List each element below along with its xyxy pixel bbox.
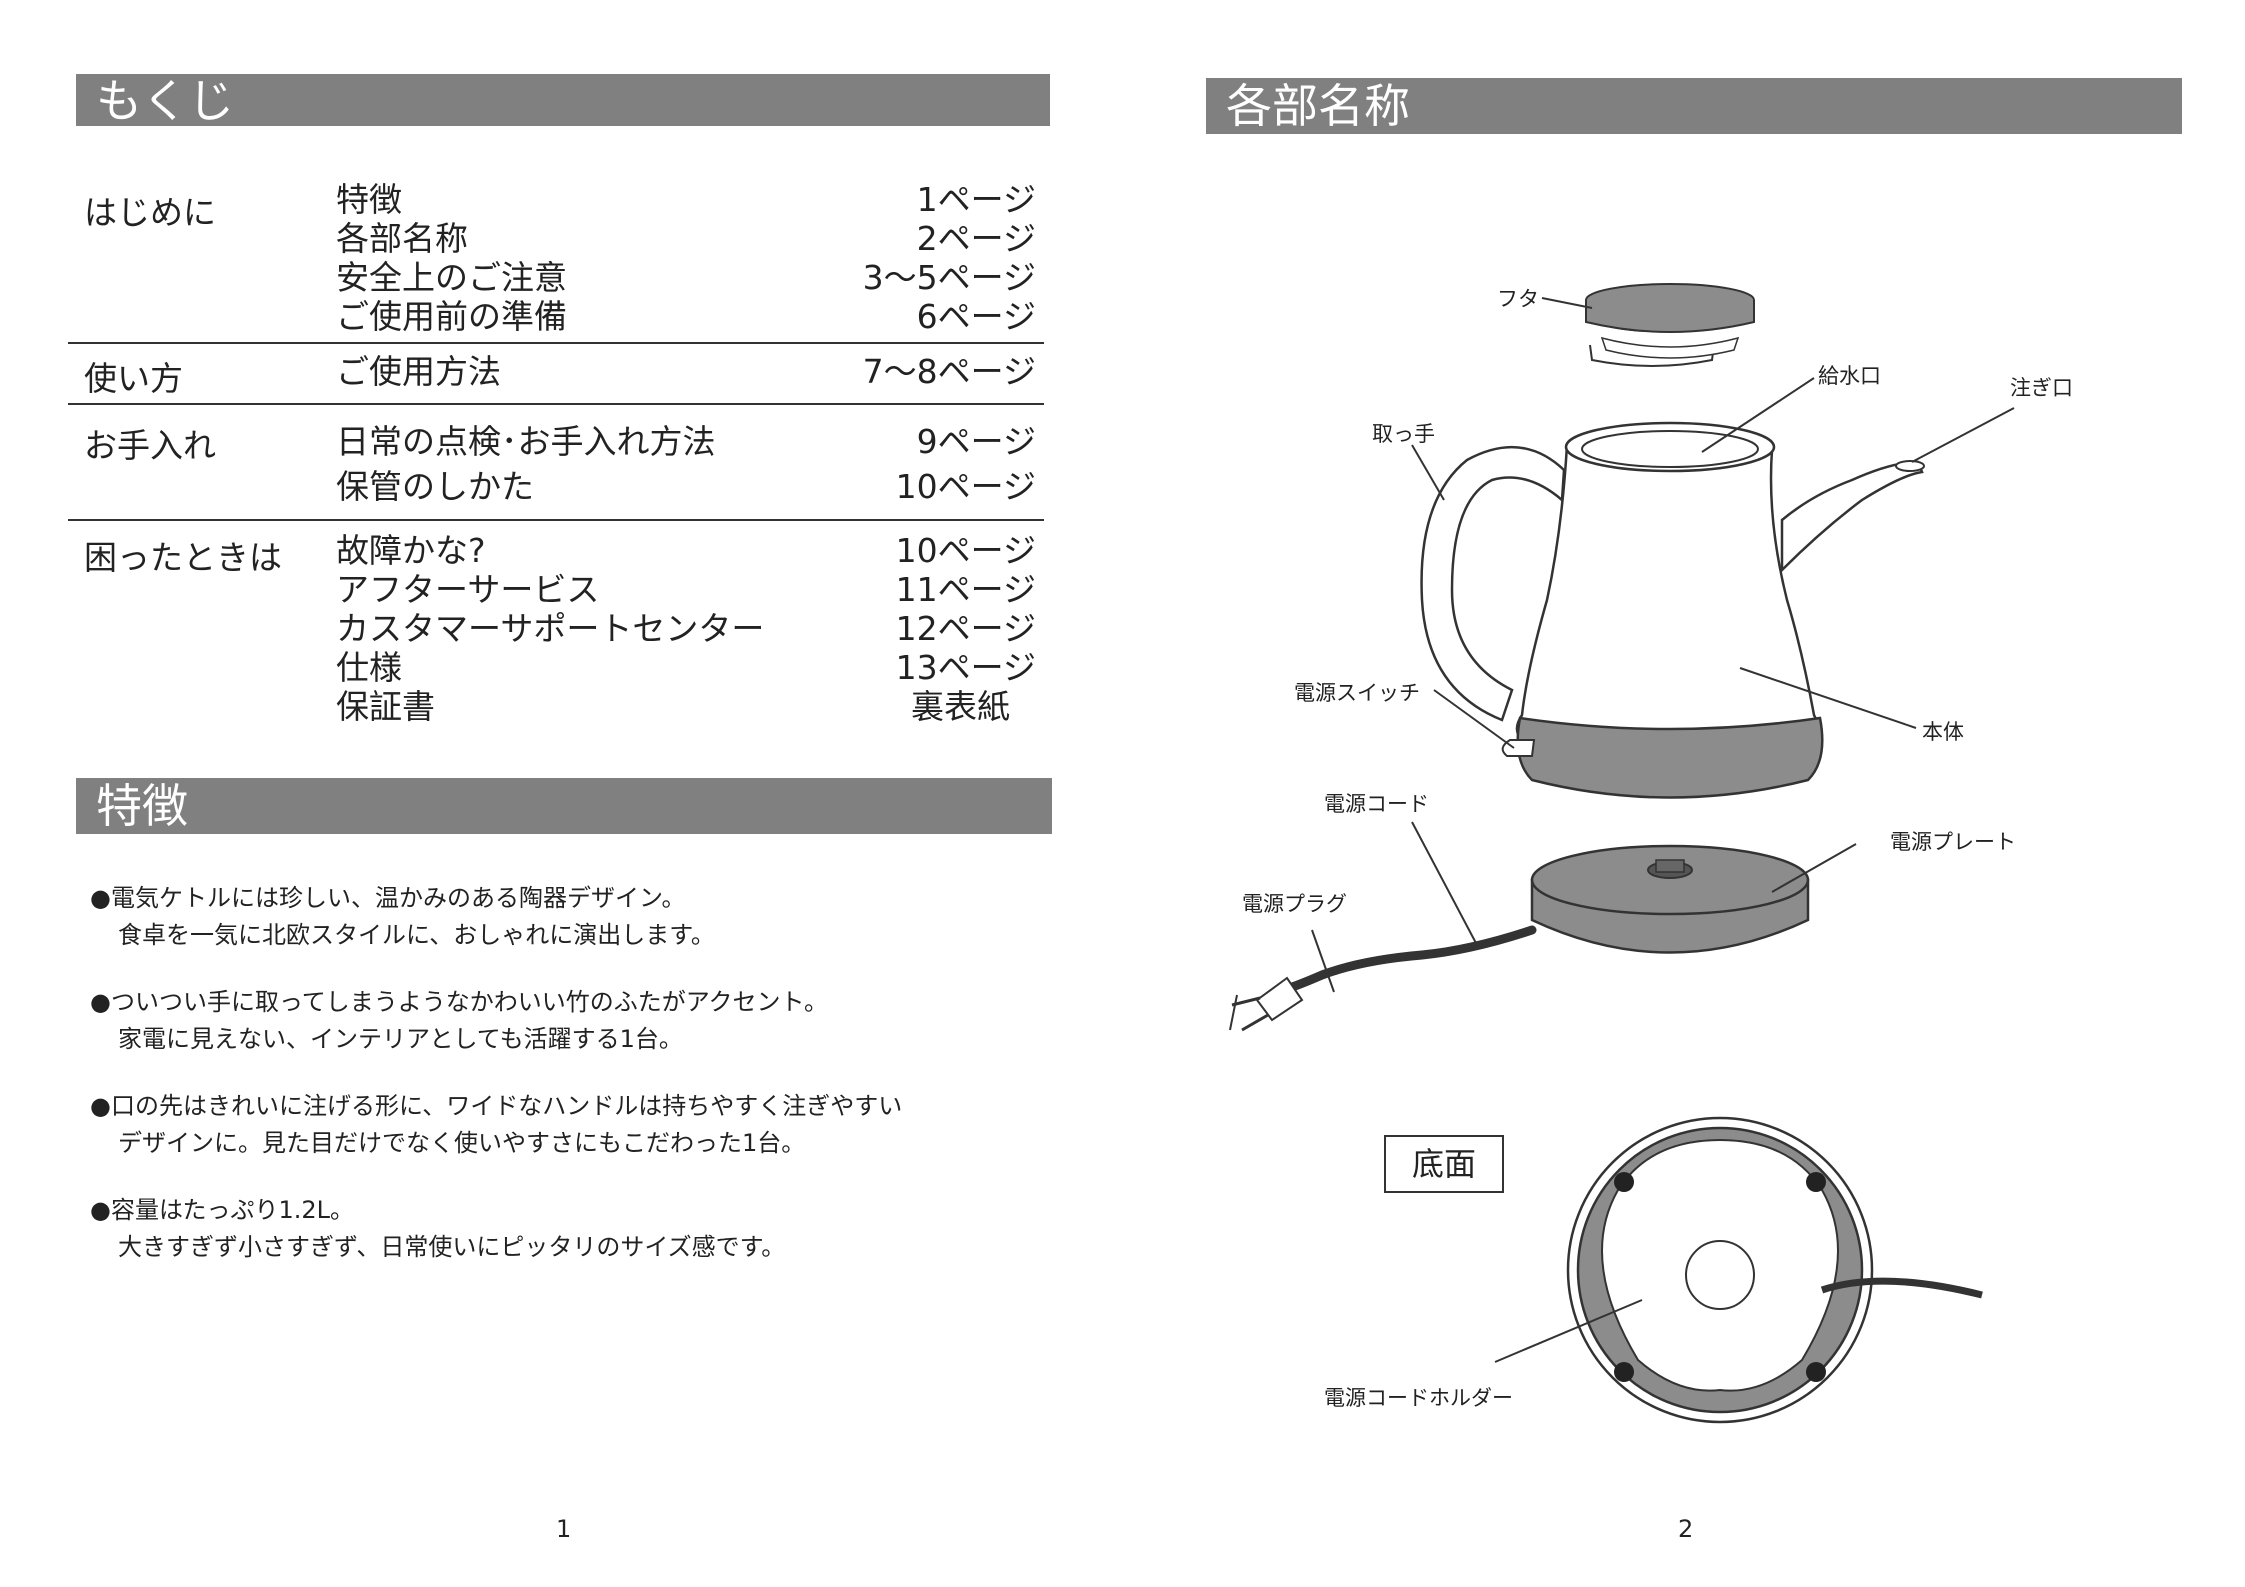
bottom-view-label: 底面 xyxy=(1384,1135,1504,1193)
toc-item: 保証書 xyxy=(336,687,435,726)
toc-page: 12ページ xyxy=(895,609,1036,648)
toc-row[interactable]: ご使用前の準備 6ページ xyxy=(336,297,1044,336)
toc-item: 各部名称 xyxy=(336,219,468,258)
toc-row[interactable]: 保証書 裏表紙 xyxy=(336,687,1044,726)
feature-line: 食卓を一気に北欧スタイルに、おしゃれに演出します。 xyxy=(118,921,715,949)
toc-page: 9ページ xyxy=(916,422,1036,461)
toc-item: アフターサービス xyxy=(336,570,600,609)
toc-group: 困ったときは 故障かな? 10ページ アフターサービス 11ページ カスタマーサポー… xyxy=(68,521,1044,732)
toc-page: 10ページ xyxy=(895,467,1036,506)
label-power-plug: 電源プラグ xyxy=(1242,892,1347,916)
toc-row[interactable]: カスタマーサポートセンター 12ページ xyxy=(336,609,1044,648)
toc-item: ご使用方法 xyxy=(336,352,501,391)
toc-category: はじめに xyxy=(84,193,216,232)
feature-line: 家電に見えない、インテリアとしても活躍する1台。 xyxy=(118,1025,683,1053)
toc-title-bar: もくじ xyxy=(76,74,1050,128)
kettle-diagram xyxy=(1229,283,2015,1424)
right-page: 各部名称 xyxy=(1122,0,2245,1587)
toc-group: お手入れ 日常の点検･お手入れ方法 9ページ 保管のしかた 10ページ xyxy=(68,405,1044,521)
toc-page: 6ページ xyxy=(916,297,1036,336)
toc-row[interactable]: アフターサービス 11ページ xyxy=(336,570,1044,609)
label-spout: 注ぎ口 xyxy=(2010,376,2073,400)
lid-illustration xyxy=(1585,283,1755,367)
toc-item: 特徴 xyxy=(336,180,402,219)
label-cord-holder: 電源コードホルダー xyxy=(1324,1386,1513,1410)
feature-item: ●電気ケトルには珍しい、温かみのある陶器デザイン。 食卓を一気に北欧スタイルに、… xyxy=(90,880,1010,954)
toc-group: 使い方 ご使用方法 7～8ページ xyxy=(68,344,1044,405)
parts-title: 各部名称 xyxy=(1226,79,1410,133)
page-number: 1 xyxy=(556,1515,572,1543)
toc-page: 7～8ページ xyxy=(862,352,1036,391)
toc-item: 仕様 xyxy=(336,648,402,687)
toc-group: はじめに 特徴 1ページ 各部名称 2ページ 安全上のご注意 3～5ページ ご使用前の… xyxy=(68,178,1044,344)
toc-row[interactable]: ご使用方法 7～8ページ xyxy=(336,352,1044,391)
parts-title-bar: 各部名称 xyxy=(1206,78,2182,134)
toc-row[interactable]: 仕様 13ページ xyxy=(336,648,1044,687)
toc-row[interactable]: 保管のしかた 10ページ xyxy=(336,464,1044,509)
feature-item: ●ついつい手に取ってしまうようなかわいい竹のふたがアクセント。 家電に見えない、… xyxy=(90,984,1010,1058)
toc-item: 安全上のご注意 xyxy=(336,258,567,297)
toc-page: 11ページ xyxy=(895,570,1036,609)
callout-leader-lines xyxy=(1311,297,2015,1363)
label-power-cord: 電源コード xyxy=(1324,792,1429,816)
toc-category: 困ったときは xyxy=(84,538,282,577)
toc-row[interactable]: 日常の点検･お手入れ方法 9ページ xyxy=(336,419,1044,464)
feature-line: ●電気ケトルには珍しい、温かみのある陶器デザイン。 xyxy=(90,884,686,912)
toc-row[interactable]: 安全上のご注意 3～5ページ xyxy=(336,258,1044,297)
table-of-contents: はじめに 特徴 1ページ 各部名称 2ページ 安全上のご注意 3～5ページ ご使用前の… xyxy=(68,178,1044,732)
toc-category: お手入れ xyxy=(84,426,216,465)
features-list: ●電気ケトルには珍しい、温かみのある陶器デザイン。 食卓を一気に北欧スタイルに、… xyxy=(90,880,1010,1296)
page-number: 2 xyxy=(1678,1515,1694,1543)
toc-page: 2ページ xyxy=(916,219,1036,258)
feature-item: ●容量はたっぷり1.2L。 大きすぎず小さすぎず、日常使いにピッタリのサイズ感で… xyxy=(90,1192,1010,1266)
toc-row[interactable]: 各部名称 2ページ xyxy=(336,219,1044,258)
toc-item: 保管のしかた xyxy=(336,467,534,506)
bottom-view-illustration xyxy=(1566,1116,1983,1424)
toc-item: 日常の点検･お手入れ方法 xyxy=(336,422,716,461)
toc-row[interactable]: 故障かな? 10ページ xyxy=(336,531,1044,570)
kettle-body-illustration xyxy=(1420,421,1925,799)
toc-row[interactable]: 特徴 1ページ xyxy=(336,180,1044,219)
label-fill-opening: 給水口 xyxy=(1818,364,1881,388)
toc-page: 3～5ページ xyxy=(862,258,1036,297)
toc-item: カスタマーサポートセンター xyxy=(336,609,765,648)
feature-line: ●ついつい手に取ってしまうようなかわいい竹のふたがアクセント。 xyxy=(90,988,829,1016)
feature-line: ●口の先はきれいに注げる形に、ワイドなハンドルは持ちやすく注ぎやすい xyxy=(90,1092,903,1120)
label-handle: 取っ手 xyxy=(1372,422,1435,446)
toc-page: 10ページ xyxy=(895,531,1036,570)
power-plate-illustration xyxy=(1530,844,1810,954)
feature-line: ●容量はたっぷり1.2L。 xyxy=(90,1196,354,1224)
feature-line: 大きすぎず小さすぎず、日常使いにピッタリのサイズ感です。 xyxy=(118,1233,786,1261)
label-power-plate: 電源プレート xyxy=(1890,830,2016,854)
power-cord-illustration xyxy=(1229,925,1537,1032)
left-page: もくじ はじめに 特徴 1ページ 各部名称 2ページ 安全上のご注意 3～5ページ ご… xyxy=(0,0,1122,1587)
label-body: 本体 xyxy=(1922,720,1964,744)
toc-title: もくじ xyxy=(96,74,234,128)
toc-page: 裏表紙 xyxy=(911,687,1010,726)
label-lid: フタ xyxy=(1497,287,1539,311)
toc-item: ご使用前の準備 xyxy=(336,297,567,336)
toc-page: 1ページ xyxy=(916,180,1036,219)
features-title: 特徴 xyxy=(96,779,188,833)
features-title-bar: 特徴 xyxy=(76,778,1052,834)
toc-item: 故障かな? xyxy=(336,531,486,570)
toc-page: 13ページ xyxy=(895,648,1036,687)
label-power-switch: 電源スイッチ xyxy=(1294,681,1420,705)
feature-line: デザインに。見た目だけでなく使いやすさにもこだわった1台。 xyxy=(118,1129,806,1157)
toc-category: 使い方 xyxy=(84,359,183,398)
feature-item: ●口の先はきれいに注げる形に、ワイドなハンドルは持ちやすく注ぎやすい デザインに… xyxy=(90,1088,1010,1162)
